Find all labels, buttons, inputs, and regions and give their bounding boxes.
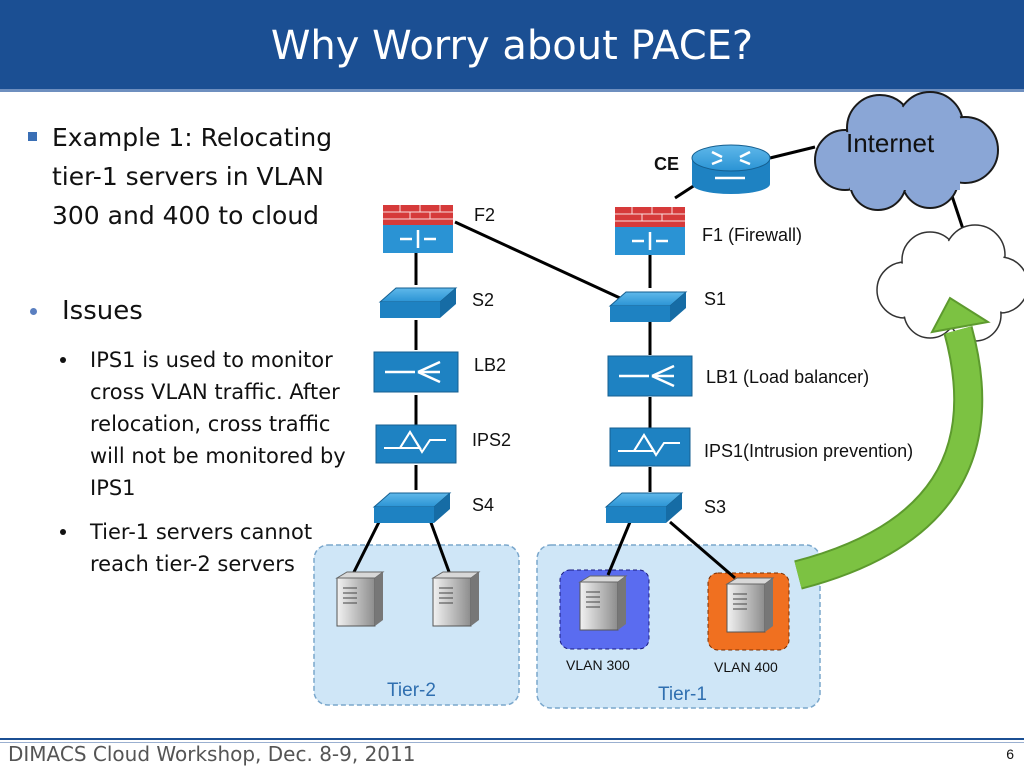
firewall-icon-f1 [615,207,685,255]
s1-label: S1 [704,289,727,309]
server-icon [578,575,628,631]
relocation-arrow [794,296,991,590]
footer-rule [0,738,1024,740]
sub-bullet-ips1: IPS1 is used to monitor cross VLAN traff… [60,344,365,504]
ips-icon-ips2 [375,424,457,464]
f2-label: F2 [474,205,496,225]
s4-label: S4 [472,495,495,515]
server-icon [431,571,481,627]
ips1-label: IPS1(Intrusion prevention) [704,441,914,461]
bullet-text: IPS1 is used to monitor cross VLAN traff… [90,348,346,500]
load-balancer-icon-lb1 [607,355,693,397]
ips-icon-ips1 [609,427,691,467]
vlan300-label: VLAN 300 [566,657,630,673]
tier1-label: Tier-1 [658,684,707,705]
lb2-label: LB2 [474,355,507,375]
cloud-icon [876,224,1024,342]
round-bullet-icon [30,308,37,315]
switch-icon-s3 [604,492,684,523]
server-icon [725,577,775,633]
bullet-text: Tier-1 servers cannot reach tier-2 serve… [90,520,313,576]
slide-title: Why Worry about PACE? [270,23,754,69]
page-number: 6 [1006,746,1014,762]
s3-label: S3 [704,497,727,517]
internet-cloud-icon [814,91,999,211]
switch-icon-s2 [378,287,458,318]
ips2-label: IPS2 [472,430,512,450]
tier2-label: Tier-2 [387,680,436,701]
switch-icon-s1 [608,291,688,322]
square-bullet-icon [28,132,37,141]
switch-icon-s4 [372,492,452,523]
router-icon [691,144,771,194]
internet-label: Internet [846,128,935,158]
f1-label: F1 (Firewall) [702,225,803,245]
lb1-label: LB1 (Load balancer) [706,367,870,387]
bullet-text: Issues [62,296,143,326]
ce-label: CE [654,154,680,174]
firewall-icon-f2 [383,205,453,253]
bullet-example: Example 1: Relocating tier-1 servers in … [28,118,358,235]
server-icon [335,571,385,627]
round-bullet-icon [60,529,66,535]
s2-label: S2 [472,290,495,310]
bullet-issues: Issues [28,292,358,330]
vlan400-label: VLAN 400 [714,659,778,675]
footer-text: DIMACS Cloud Workshop, Dec. 8-9, 2011 [8,742,416,766]
footer-rule-thin [0,742,1024,743]
title-bar: Why Worry about PACE? [0,0,1024,92]
sub-bullet-tier1: Tier-1 servers cannot reach tier-2 serve… [60,516,365,580]
bullet-text: Example 1: Relocating tier-1 servers in … [52,123,333,230]
round-bullet-icon [60,357,66,363]
load-balancer-icon-lb2 [373,351,459,393]
